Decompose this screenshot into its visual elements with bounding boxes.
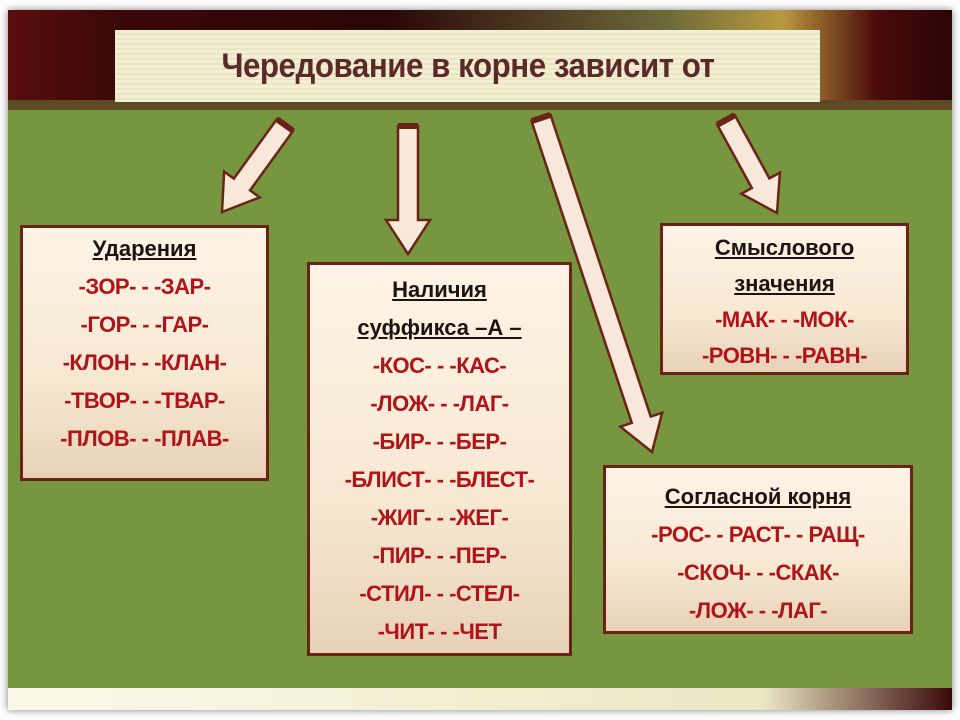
root-pair: -ЛОЖ- - -ЛАГ-: [370, 391, 509, 416]
root-pair: -БИР- - -БЕР-: [372, 429, 507, 454]
arrow-to-suffix-icon: [383, 124, 433, 257]
root-pair: -ЛОЖ- - -ЛАГ-: [688, 598, 828, 623]
box-stress: Ударения -ЗОР- - -ЗАР- -ГОР- - -ГАР- -КЛОН-…: [20, 225, 269, 481]
root-pair: -РОС- - РАСТ- - РАЩ-: [651, 522, 865, 547]
arrow-cap: [275, 116, 295, 134]
root-pair: -ПИР- - -ПЕР-: [372, 543, 507, 568]
root-pair: -КЛОН- - -КЛАН-: [62, 350, 227, 375]
arrow-to-stress-icon: [220, 117, 295, 214]
box-suffix-a: Наличия суффикса –А – -КОС- - -КАС- -ЛОЖ- -…: [307, 262, 572, 656]
bottom-band: [8, 688, 952, 710]
root-pair: -ЖИГ- - -ЖЕГ-: [370, 505, 509, 530]
box-heading: Наличия: [392, 277, 487, 302]
root-pair: -ЧИТ- - -ЧЕТ: [377, 619, 502, 644]
box-root-consonant: Согласной корня -РОС- - РАСТ- - РАЩ- -СКОЧ…: [603, 465, 913, 634]
root-pair: -МАК- - -МОК-: [715, 307, 854, 332]
box-heading: суффикса –А –: [357, 315, 522, 340]
box-meaning: Смыслового значения -МАК- - -МОК- -РОВН- - …: [660, 223, 909, 375]
root-pair: -КОС- - -КАС-: [372, 353, 507, 378]
box-heading: Согласной корня: [664, 484, 852, 509]
title-panel: Чередование в корне зависит от: [115, 30, 820, 102]
root-pair: -ГОР- - -ГАР-: [80, 312, 209, 337]
root-pair: -ТВОР- - -ТВАР-: [64, 388, 225, 413]
arrow-to-root-consonant-icon: [529, 113, 664, 455]
box-heading: Смыслового: [714, 235, 855, 260]
header-divider: [8, 100, 952, 110]
root-pair: -СТИЛ- - -СТЕЛ-: [359, 581, 520, 606]
arrow-to-meaning-icon: [715, 113, 782, 216]
box-heading: Ударения: [92, 236, 197, 261]
box-heading: значения: [734, 271, 835, 296]
root-pair: -ПЛОВ- - -ПЛАВ-: [60, 426, 229, 451]
slide-title: Чередование в корне зависит от: [220, 46, 715, 85]
root-pair: -БЛИСТ- - -БЛЕСТ-: [344, 467, 535, 492]
root-pair: -ЗОР- - -ЗАР-: [78, 274, 211, 299]
arrow-cap: [715, 112, 737, 128]
root-pair: -РОВН- - -РАВН-: [701, 343, 868, 368]
arrow-cap: [530, 111, 552, 125]
root-pair: -СКОЧ- - -СКАК-: [677, 560, 839, 585]
